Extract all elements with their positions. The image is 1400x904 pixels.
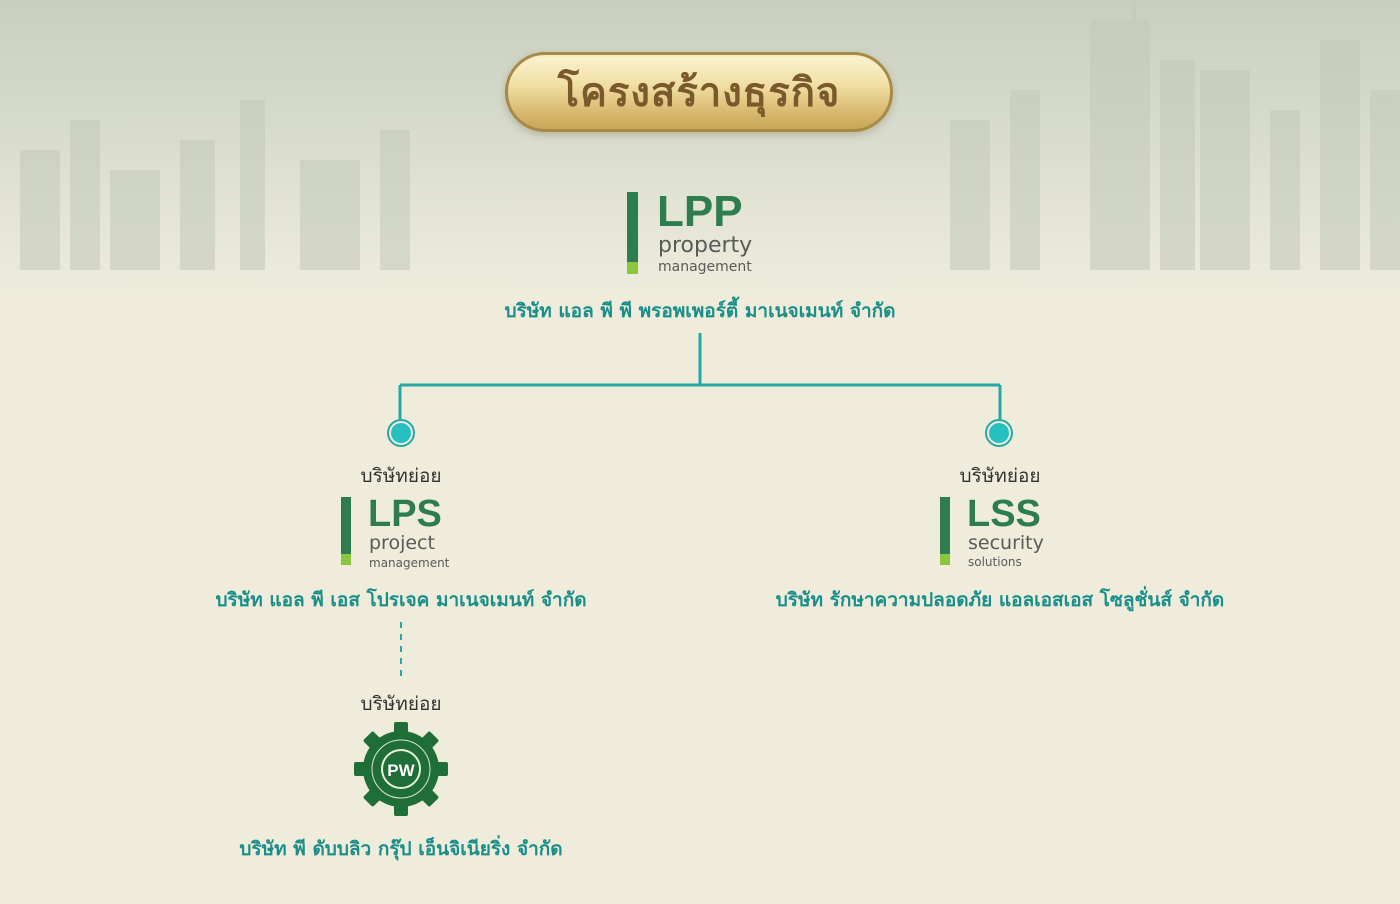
logo-brand: LPP	[657, 187, 743, 236]
connector-node-right	[985, 419, 1013, 447]
right-company-name: บริษัท รักษาความปลอดภัย แอลเอสเอส โซลูชั…	[775, 589, 1225, 611]
left-company-name: บริษัท แอล พี เอส โปรเจค มาเนจเมนท์ จำกั…	[215, 589, 587, 611]
right-subsidiary-label: บริษัทย่อย	[959, 465, 1041, 487]
gear-initials: PW	[387, 761, 415, 780]
logo-line2: management	[369, 556, 450, 570]
lps-logo: LPS project management	[341, 493, 481, 573]
lpp-logo: LPP property management	[627, 187, 787, 278]
logo-line1: property	[658, 233, 753, 258]
city-skyline-background	[0, 0, 1400, 300]
title-banner: โครงสร้างธุรกิจ	[505, 52, 893, 132]
logo-brand: LSS	[967, 493, 1041, 535]
lss-logo: LSS security solutions	[940, 493, 1080, 573]
page-title: โครงสร้างธุรกิจ	[557, 70, 841, 116]
logo-bar-accent	[627, 262, 638, 274]
parent-company-name: บริษัท แอล พี พี พรอพเพอร์ตี้ มาเนจเมนท์…	[504, 300, 896, 322]
logo-bar-accent	[940, 554, 950, 565]
logo-line1: project	[369, 532, 435, 554]
grandchild-subsidiary-label: บริษัทย่อย	[360, 693, 442, 715]
connector-node-left	[387, 419, 415, 447]
left-subsidiary-label: บริษัทย่อย	[360, 465, 442, 487]
logo-line2: management	[658, 259, 752, 275]
grandchild-company-name: บริษัท พี ดับบลิว กรุ๊ป เอ็นจิเนียริ่ง จ…	[239, 838, 563, 860]
logo-brand: LPS	[368, 493, 442, 535]
logo-bar-accent	[341, 554, 351, 565]
logo-bar	[627, 192, 638, 262]
pw-gear-logo: PW	[354, 722, 448, 816]
logo-line1: security	[968, 532, 1044, 554]
logo-line2: solutions	[968, 555, 1022, 569]
logo-bar	[341, 497, 351, 554]
logo-bar	[940, 497, 950, 554]
